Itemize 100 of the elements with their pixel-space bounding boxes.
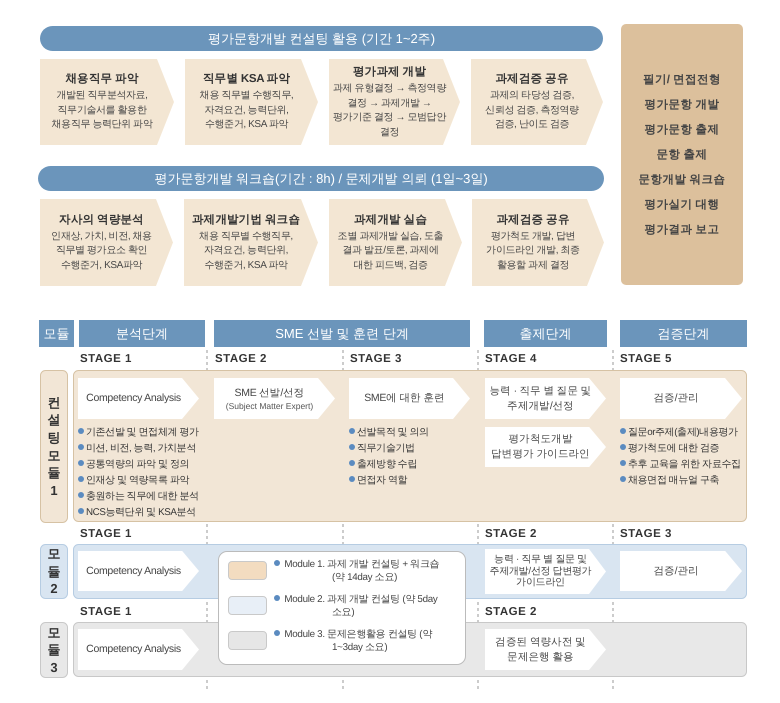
step-text: Competency Analysis xyxy=(86,642,181,657)
service-item: 문항 출제 xyxy=(656,148,708,162)
step-title: 자사의 역량분석 xyxy=(59,212,144,227)
column-header xyxy=(214,320,470,347)
bullet-item: 질문or주제(출제)내용평가 xyxy=(620,426,738,439)
bullet-item: 미션, 비전, 능력, 가치분석 xyxy=(78,442,196,455)
step-text: 능력 · 직무 별 질문 및 주제개발/선정 xyxy=(489,384,592,414)
step-text: SME에 대한 훈련 xyxy=(364,391,445,406)
module-band xyxy=(73,370,747,522)
chevron-box xyxy=(78,551,199,591)
stage-label: STAGE 2 xyxy=(485,528,537,540)
step-title: 과제개발기법 워크숍 xyxy=(192,212,300,227)
module-label: 모듈 2 xyxy=(47,545,61,598)
step-text: 검증/관리 xyxy=(653,564,699,578)
bullet-item: 충원하는 직무에 대한 분석 xyxy=(78,490,199,503)
step-note: (Subject Matter Expert) xyxy=(226,400,314,411)
banner-title: 평가문항개발 컨설팅 활용 (기간 1~2주) xyxy=(208,30,436,48)
chevron-box xyxy=(620,551,742,591)
chevron-box xyxy=(184,199,318,286)
chevron-box xyxy=(471,59,603,145)
header-text: 출제단계 xyxy=(520,324,572,342)
chevron-box xyxy=(214,378,335,419)
bullet-item: 기존선발 및 면접체계 평가 xyxy=(78,426,199,439)
chevron-box xyxy=(485,427,606,467)
column-header xyxy=(39,320,74,347)
bullet-item: 평가척도에 대한 검증 xyxy=(620,442,720,455)
header-text: 모듈 xyxy=(44,324,70,342)
chevron-box xyxy=(349,378,470,419)
bullet-item: NCS능력단위 및 KSA분석 xyxy=(78,506,196,519)
stage-label: STAGE 3 xyxy=(350,353,402,365)
service-item: 평가실기 대행 xyxy=(644,198,720,212)
bullet-item: 공통역량의 파악 및 정의 xyxy=(78,458,189,471)
step-title: 과제검증 공유 xyxy=(496,212,570,227)
stage-label: STAGE 1 xyxy=(80,528,132,540)
module-tab xyxy=(40,622,68,678)
step-description: 평가척도 개발, 답변 가이드라인 개발, 최종 활용할 과제 결정 xyxy=(485,230,581,273)
module-tab xyxy=(40,370,68,523)
module-label: 컨설팅 모듈 1 xyxy=(47,394,61,500)
step-description: 과제 유형결정 → 측정역량 결정 → 과제개발 → 평가기준 결정 → 모범답안 결정 xyxy=(333,82,446,140)
service-item: 문항개발 워크숍 xyxy=(638,173,726,187)
legend-text: Module 2. 과제 개발 컨설팅 (약 5day 소요) xyxy=(274,593,446,620)
chevron-box xyxy=(485,378,606,419)
step-description: 채용 직무별 수행직무, 자격요건, 능력단위, 수행준거, KSA 파악 xyxy=(198,89,294,132)
stage-label: STAGE 1 xyxy=(80,353,132,365)
chevron-box xyxy=(78,378,199,419)
stage-label: STAGE 1 xyxy=(80,606,132,618)
bullet-item: 추후 교육을 위한 자료수집 xyxy=(620,458,741,471)
chevron-box xyxy=(620,378,742,419)
bullet-item: 출제방향 수립 xyxy=(349,458,417,471)
step-text: SME 선발/선정 xyxy=(234,386,304,401)
service-item: 평가문항 개발 xyxy=(644,98,720,112)
step-text: Competency Analysis xyxy=(86,391,181,406)
step-title: 직무별 KSA 파악 xyxy=(202,72,290,86)
step-description: 인재상, 가치, 비전, 채용 직무별 평가요소 확인 수행준거, KSA파악 xyxy=(50,230,153,273)
bullet-item: 직무기술기법 xyxy=(349,442,415,455)
stage-label: STAGE 3 xyxy=(620,528,672,540)
step-description: 개발된 직무분석자료, 직무기술서를 활용한 채용직무 능력단위 파악 xyxy=(50,89,154,132)
service-item: 평가문항 출제 xyxy=(644,122,720,137)
step-title: 과제검증 공유 xyxy=(495,72,569,86)
stage-label: STAGE 4 xyxy=(485,353,537,365)
step-text: 능력 · 직무 별 질문 및 주제개발/선정 답변평가 가이드라인 xyxy=(489,554,592,590)
chevron-box xyxy=(329,199,462,286)
chevron-box xyxy=(40,59,174,145)
legend-text: Module 1. 과제 개발 컨설팅 + 워크숍 (약 14day 소요) xyxy=(274,558,446,584)
bullet-item: 채용면접 매뉴얼 구축 xyxy=(620,474,720,487)
step-title: 과제개발 실습 xyxy=(354,212,428,227)
step-description: 채용 직무별 수행직무, 자격요건, 능력단위, 수행준거, KSA 파악 xyxy=(198,230,294,273)
step-description: 조별 과제개발 실습, 도출 결과 발표/토론, 과제에 대한 피드백, 검증 xyxy=(336,230,444,273)
header-text: 분석단계 xyxy=(116,324,168,342)
stage-label: STAGE 2 xyxy=(485,606,537,618)
column-header xyxy=(484,320,607,347)
bullet-item: 선발목적 및 의의 xyxy=(349,426,429,439)
column-header xyxy=(79,320,205,347)
stage-banner xyxy=(38,166,604,191)
chevron-box xyxy=(40,199,173,286)
module-label: 모듈 3 xyxy=(47,624,61,676)
step-description: 과제의 타당성 검증, 신뢰성 검증, 측정역량 검증, 난이도 검증 xyxy=(484,89,580,132)
step-text: 평가척도개발 답변평가 가이드라인 xyxy=(490,432,591,462)
chevron-box xyxy=(329,59,460,145)
bullet-item: 면접자 역할 xyxy=(349,474,408,487)
service-panel xyxy=(621,24,743,285)
banner-title: 평가문항개발 워크숍(기간 : 8h) / 문제개발 의뢰 (1일~3일) xyxy=(154,170,488,188)
service-item: 평가결과 보고 xyxy=(644,223,720,237)
step-title: 채용직무 파악 xyxy=(65,72,139,86)
step-text: Competency Analysis xyxy=(86,564,181,578)
step-title: 평가과제 개발 xyxy=(352,65,426,79)
service-item: 필기/ 면접전형 xyxy=(642,73,722,87)
stage-label: STAGE 5 xyxy=(620,353,672,365)
step-text: 검증된 역량사전 및 문제은행 활용 xyxy=(494,634,587,664)
legend-text: Module 3. 문제은행활용 컨설팅 (약 1~3day 소요) xyxy=(274,628,446,654)
header-text: SME 선발 및 훈련 단계 xyxy=(275,324,409,342)
module-tab xyxy=(40,544,68,599)
column-header xyxy=(620,320,747,347)
chevron-box xyxy=(472,199,604,286)
step-text: 검증/관리 xyxy=(653,391,699,406)
stage-banner xyxy=(40,26,603,51)
chevron-box xyxy=(185,59,318,145)
stage-label: STAGE 2 xyxy=(215,353,267,365)
bullet-item: 인재상 및 역량목록 파악 xyxy=(78,474,189,487)
chevron-box xyxy=(485,549,606,594)
